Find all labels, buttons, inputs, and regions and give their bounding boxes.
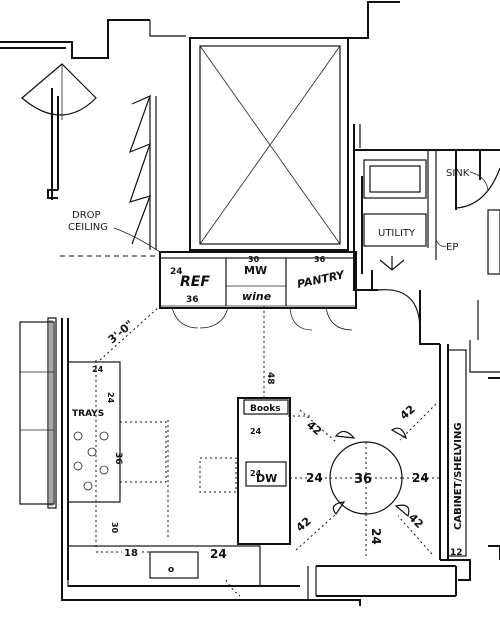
walls (0, 1, 500, 606)
dim-24-d: 24 (250, 469, 262, 478)
pantry-label: PANTRY (296, 268, 346, 291)
dim-24-b: 24 (106, 392, 115, 404)
ep-label: EP (446, 242, 458, 253)
door-swing-top-left (21, 63, 97, 120)
dim-24-ref: 24 (170, 267, 183, 277)
dining-table: 36 42 42 42 42 24 24 24 (290, 402, 440, 556)
bifold-closet-doors (128, 94, 157, 250)
dim-24-bottom2: 24 (369, 528, 383, 545)
dim-42-a: 42 (304, 418, 324, 438)
dim-24-bottom: 24 (210, 547, 227, 561)
sink-label: SINK (446, 168, 470, 179)
dim-42-c: 42 (294, 514, 314, 534)
dim-36-table: 36 (354, 472, 372, 487)
dim-3-0-clearance: 3'-0" (99, 305, 161, 361)
dim-24-a: 24 (92, 365, 104, 374)
dim-30-mw: 30 (248, 255, 260, 264)
left-window-wall (19, 317, 57, 509)
utility-area: UTILITY EP SINK (363, 159, 500, 331)
mw-label: MW (244, 264, 267, 277)
chair (332, 501, 346, 516)
chair (394, 504, 410, 518)
range-burners (73, 431, 109, 491)
drop-ceiling-line1: DROP (72, 210, 101, 221)
dim-12: 12 (450, 548, 463, 558)
dw-label: DW (256, 472, 277, 485)
dim-24-c: 24 (250, 427, 262, 436)
dim-30-island: 30 (110, 522, 119, 534)
books-label: Books (250, 404, 281, 414)
cabinet-shelving: CABINET/SHELVING 12 (447, 349, 467, 558)
dim-48: 48 (265, 372, 275, 385)
chair (334, 430, 356, 439)
ref-label: REF (180, 274, 210, 290)
dim-18: 18 (124, 548, 138, 559)
tall-cabinet-run: 24 REF 36 30 MW wine 36 PANTRY (159, 251, 357, 331)
sink-drain: o (168, 565, 174, 575)
dim-24-f: 24 (412, 471, 429, 485)
bottom-counter: o 18 24 (67, 545, 261, 597)
cabinet-shelving-label: CABINET/SHELVING (453, 422, 464, 530)
trays-label: TRAYS (72, 409, 104, 419)
chair (390, 427, 407, 440)
dim-24-e: 24 (306, 471, 323, 485)
island-outline (95, 360, 237, 548)
dim-36-range: 36 (113, 452, 123, 465)
dim-3-0: 3'-0" (106, 318, 137, 347)
dim-36-ref: 36 (186, 295, 199, 305)
utility-label: UTILITY (378, 228, 416, 239)
island-cabinets: Books 24 24 DW (237, 397, 310, 545)
drop-ceiling-line2: CEILING (68, 222, 108, 233)
left-base-cabinets: 24 24 TRAYS 36 30 (67, 361, 123, 534)
dim-48-aisle: 48 (263, 306, 275, 398)
drop-ceiling-label: DROP CEILING (68, 210, 161, 253)
dim-42-b: 42 (398, 402, 418, 422)
wine-label: wine (242, 290, 272, 303)
dim-36-pantry: 36 (314, 255, 326, 264)
chase-box (199, 45, 341, 245)
